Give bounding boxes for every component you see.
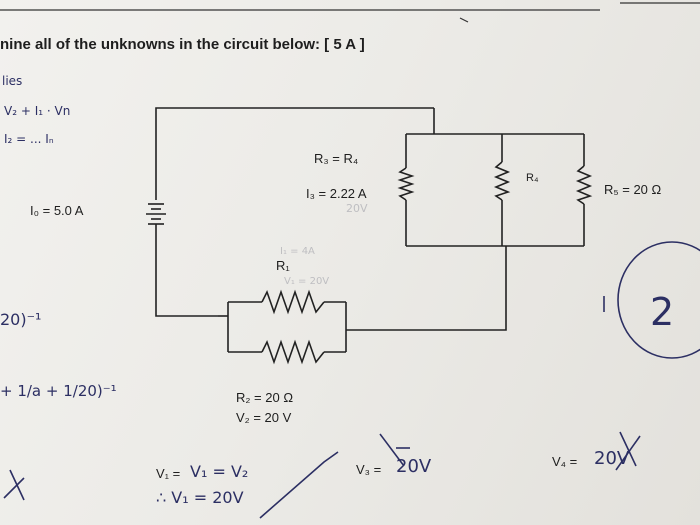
resistor-r3 [397,167,415,201]
v2-label: V₂ = 20 V [236,410,292,425]
source-current-label: I₀ = 5.0 A [30,203,84,218]
faint-note-20v: 20V [346,202,368,215]
circuit-wires [155,107,585,353]
note-v-eq: V₂ + I₁ · Vn [4,104,71,118]
faint-note-v1: V₁ = 20V [284,276,330,287]
r4-label: R₄ [526,172,539,184]
v3-label: V₃ = [356,462,382,477]
i3-label: I₃ = 2.22 A [306,186,367,201]
battery-symbol [146,203,166,225]
handwritten-marks [3,296,641,519]
v1-label: V₁ = [156,466,181,481]
v1-result: ∴ V₁ = 20V [156,488,244,507]
r2-label: R₂ = 20 Ω [236,390,294,405]
note-lies: lies [2,74,23,88]
faint-note-i1: I₁ = 4A [280,246,315,257]
answer-circle [617,241,700,359]
resistor-r4 [493,161,511,201]
v4-answer: 20V [594,448,630,469]
note-frac2: + 1/a + 1/20)⁻¹ [0,382,117,400]
v4-label: V₄ = [552,454,578,469]
r3-r4-relation-label: R₃ = R₄ [314,151,359,166]
note-frac1: 20)⁻¹ [0,310,42,329]
v1-work: V₁ = V₂ [190,462,249,481]
note-i-eq: I₂ = ... Iₙ [4,132,54,146]
resistor-r1 [261,289,325,315]
circled-answer: 2 [650,290,675,334]
question-text: nine all of the unknowns in the circuit … [0,36,365,53]
header-mark [459,17,469,23]
resistor-r5 [575,165,593,205]
v3-answer: 20V [396,456,432,477]
resistor-r2 [261,339,325,365]
r1-label: R₁ [276,258,290,273]
r5-label: R₅ = 20 Ω [604,182,662,197]
